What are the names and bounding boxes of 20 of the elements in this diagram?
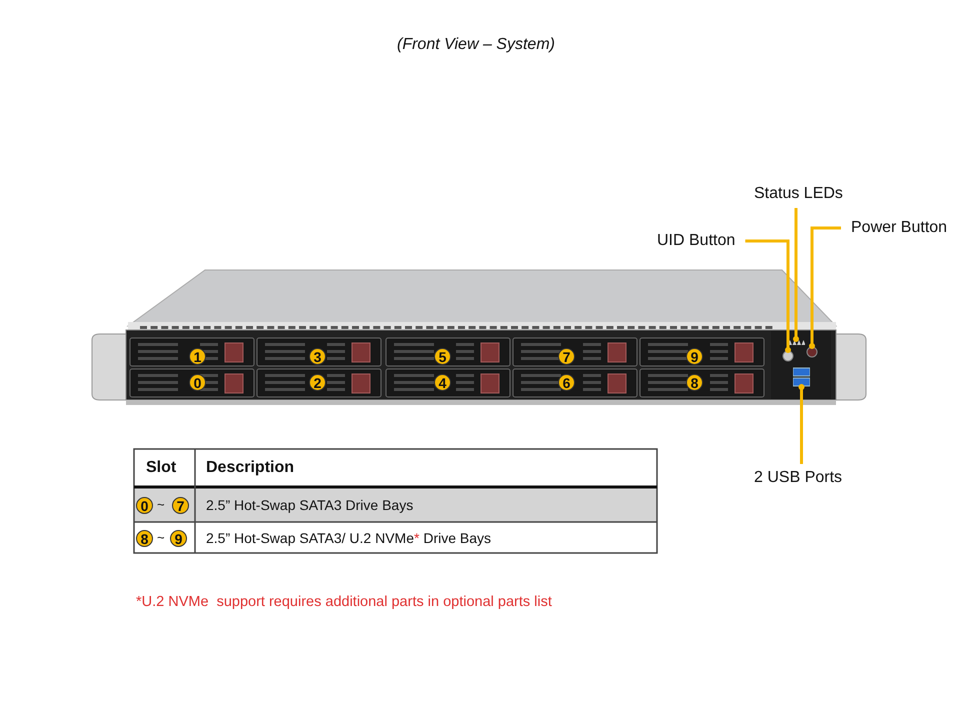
column-header: Description	[206, 459, 294, 477]
leader-line	[798, 384, 804, 464]
table-text: 2.5” Hot-Swap SATA3 Drive Bays	[206, 497, 414, 513]
usb-ports	[793, 367, 810, 387]
leader-line	[745, 240, 791, 353]
footnote: *U.2 NVMe support requires additional parts in optional parts list	[136, 594, 552, 610]
callout-label: Status LEDs	[754, 184, 843, 204]
status-leds	[787, 339, 805, 345]
callout-label: UID Button	[657, 231, 736, 251]
callout-label: Power Button	[851, 218, 948, 238]
callout-number: 9	[170, 530, 187, 547]
range-sign: ~	[157, 497, 165, 512]
diagram-title: (Front View – System)	[397, 36, 555, 54]
column-header: Slot	[146, 459, 176, 477]
callout-label: 2 USB Ports	[754, 468, 842, 488]
callout-number: 8	[136, 530, 153, 547]
range-sign: ~	[157, 530, 165, 545]
leader-line	[809, 226, 841, 349]
leader-line	[793, 208, 799, 342]
table-text: 2.5” Hot-Swap SATA3/ U.2 NVMe* Drive Bays	[206, 530, 492, 546]
